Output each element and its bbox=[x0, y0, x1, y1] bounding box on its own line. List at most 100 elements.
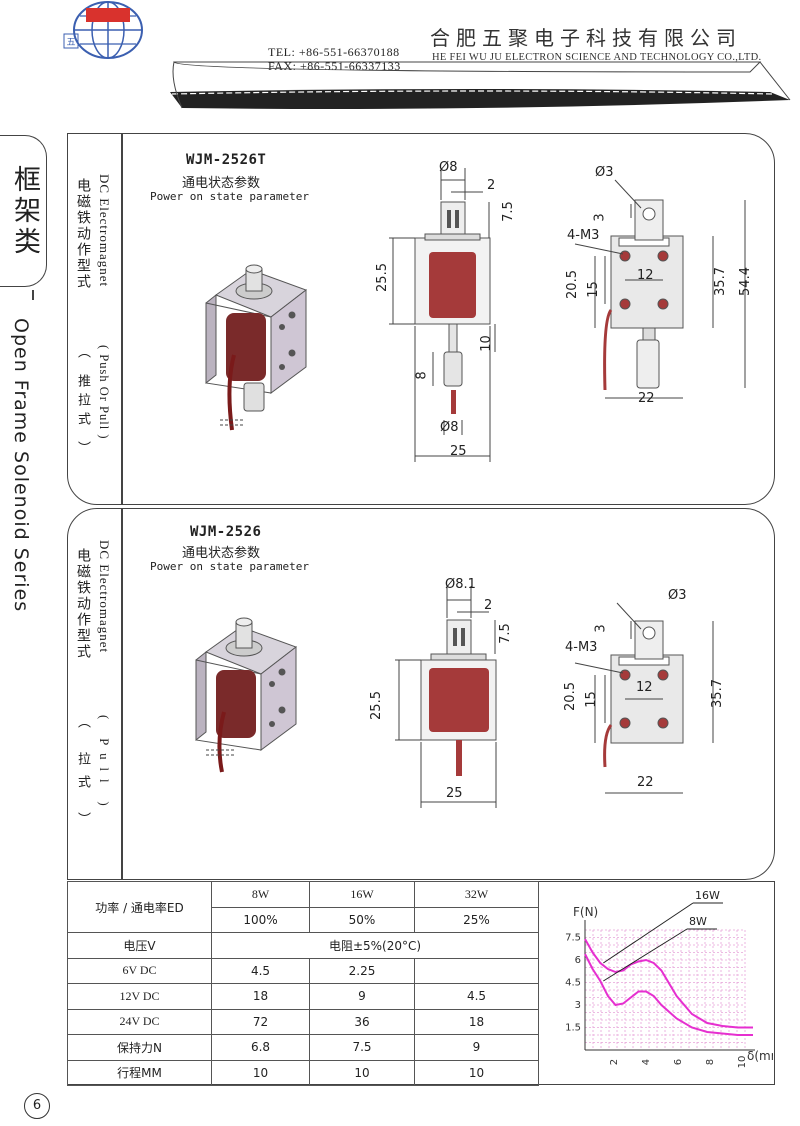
header-ribbon bbox=[170, 61, 791, 109]
y-tick-label: 1.5 bbox=[565, 1023, 581, 1034]
duty-16w: 50% bbox=[309, 906, 415, 933]
power-8w: 8W bbox=[211, 881, 310, 908]
cell: 18 bbox=[414, 1008, 539, 1035]
side-view-drawing-2 bbox=[574, 602, 714, 794]
panel2-label-cn: 电磁铁动作型式 bbox=[75, 548, 91, 660]
p2-dim-12: 12 bbox=[636, 680, 653, 695]
p2-dim-20_5: 20.5 bbox=[562, 682, 578, 711]
p2-dim-7_5: 7.5 bbox=[497, 623, 513, 644]
row-label: 12V DC bbox=[67, 983, 212, 1010]
row-label: 保持力N bbox=[67, 1034, 212, 1061]
company-logo: 五 bbox=[63, 1, 143, 59]
p1-dim-3: 3 bbox=[592, 213, 608, 222]
panel1-model: WJM-2526T bbox=[186, 152, 267, 168]
duty-32w: 25% bbox=[414, 906, 539, 933]
cell: 18 bbox=[211, 983, 310, 1010]
x-tick-label: 4 bbox=[641, 1059, 652, 1065]
panel1-subtitle-en: Power on state parameter bbox=[150, 190, 309, 203]
spec-table: 功率 / 通电率ED 8W 16W 32W 100% 50% 25% 电压V 电… bbox=[67, 881, 539, 1086]
p1-dim-d8: Ø8 bbox=[439, 160, 458, 175]
p2-dim-25: 25 bbox=[446, 786, 463, 801]
panel2-label-en: DC Electromagnet bbox=[97, 540, 112, 654]
p1-dim-54_4: 54.4 bbox=[737, 267, 753, 296]
logo-mark: 五 bbox=[66, 38, 75, 48]
category-tab bbox=[0, 135, 47, 287]
cell: 36 bbox=[309, 1008, 415, 1035]
resistance-label: 电阻±5%(20°C) bbox=[211, 932, 539, 959]
p1-dim-bottom-d8: Ø8 bbox=[440, 420, 459, 435]
x-tick-label: 8 bbox=[705, 1059, 716, 1065]
panel2-model: WJM-2526 bbox=[190, 524, 262, 540]
p1-dim-25: 25 bbox=[450, 444, 467, 459]
panel1-subtitle-cn: 通电状态参数 bbox=[182, 176, 261, 191]
front-view-drawing-2 bbox=[395, 586, 497, 808]
p1-dim-12: 12 bbox=[637, 268, 654, 283]
page-number: 6 bbox=[24, 1093, 50, 1119]
panel2-mode-en: ( Pull ) bbox=[97, 715, 111, 814]
leader-line bbox=[603, 928, 688, 982]
panel1-mode-cn: （ 推拉式 ） bbox=[75, 345, 90, 461]
p2-dim-25_5: 25.5 bbox=[368, 691, 384, 720]
p1-dim-4m3: 4-M3 bbox=[567, 228, 600, 243]
p1-dim-15: 15 bbox=[585, 281, 601, 298]
company-name-en: HE FEI WU JU ELECTRON SCIENCE AND TECHNO… bbox=[432, 52, 762, 63]
cell: 4.5 bbox=[414, 983, 539, 1010]
y-tick-label: 4.5 bbox=[565, 978, 581, 989]
side-view-drawing bbox=[574, 179, 746, 399]
panel1-label-en: DC Electromagnet bbox=[97, 174, 112, 288]
x-tick-label: 10 bbox=[737, 1056, 748, 1069]
cell: 4.5 bbox=[211, 957, 310, 984]
p2-dim-d3: Ø3 bbox=[668, 588, 687, 603]
p1-dim-d3: Ø3 bbox=[595, 165, 614, 180]
y-axis-label: F(N) bbox=[573, 905, 598, 919]
category-en: Open Frame Solenoid Series bbox=[10, 318, 32, 613]
p1-dim-35_7: 35.7 bbox=[712, 267, 728, 296]
p1-dim-2: 2 bbox=[487, 178, 496, 193]
row-label: 6V DC bbox=[67, 957, 212, 984]
p2-dim-2: 2 bbox=[484, 598, 493, 613]
p1-dim-25_5: 25.5 bbox=[374, 263, 390, 292]
power-16w: 16W bbox=[309, 881, 415, 908]
front-view-drawing bbox=[389, 168, 496, 462]
y-tick-label: 6 bbox=[575, 955, 581, 966]
x-tick-label: 2 bbox=[609, 1059, 620, 1065]
cell: 10 bbox=[211, 1059, 310, 1086]
p2-dim-3: 3 bbox=[593, 624, 609, 633]
row-label: 行程MM bbox=[67, 1059, 212, 1086]
cell: 7.5 bbox=[309, 1034, 415, 1061]
panel2-subtitle-en: Power on state parameter bbox=[150, 560, 309, 573]
p2-dim-d8_1: Ø8.1 bbox=[445, 577, 476, 592]
p2-dim-22: 22 bbox=[637, 775, 654, 790]
solenoid-3d-image bbox=[205, 264, 308, 431]
y-tick-label: 7.5 bbox=[565, 933, 581, 944]
cell: 2.25 bbox=[309, 957, 415, 984]
power-duty-label: 功率 / 通电率ED bbox=[67, 881, 212, 933]
series-label: 8W bbox=[689, 915, 707, 928]
cell: 9 bbox=[414, 1034, 539, 1061]
series-line-16w bbox=[584, 938, 753, 1029]
p1-dim-7_5: 7.5 bbox=[500, 201, 516, 222]
cell: 9 bbox=[309, 983, 415, 1010]
voltage-label: 电压V bbox=[67, 932, 212, 959]
p1-dim-20_5: 20.5 bbox=[564, 270, 580, 299]
p1-dim-8: 8 bbox=[414, 371, 430, 380]
duty-8w: 100% bbox=[211, 906, 310, 933]
tel-text: TEL: +86-551-66370188 bbox=[268, 45, 400, 59]
category-cn: 框架类 bbox=[9, 165, 40, 258]
cell bbox=[414, 957, 539, 984]
p2-dim-35_7: 35.7 bbox=[709, 679, 725, 708]
x-axis-label: δ(mm) bbox=[747, 1049, 773, 1063]
panel1-mode-en: ( Push Or Pull ) bbox=[97, 345, 111, 440]
panel2-subtitle-cn: 通电状态参数 bbox=[182, 546, 261, 561]
row-label: 24V DC bbox=[67, 1008, 212, 1035]
solenoid-3d-image-2 bbox=[195, 617, 298, 773]
x-tick-label: 6 bbox=[673, 1059, 684, 1065]
series-label: 16W bbox=[695, 889, 720, 902]
cell: 10 bbox=[414, 1059, 539, 1086]
power-32w: 32W bbox=[414, 881, 539, 908]
panel2-mode-cn: （ 拉式 ） bbox=[75, 715, 90, 836]
p2-dim-15: 15 bbox=[583, 691, 599, 708]
p2-dim-4m3: 4-M3 bbox=[565, 640, 598, 655]
p1-dim-22: 22 bbox=[638, 391, 655, 406]
